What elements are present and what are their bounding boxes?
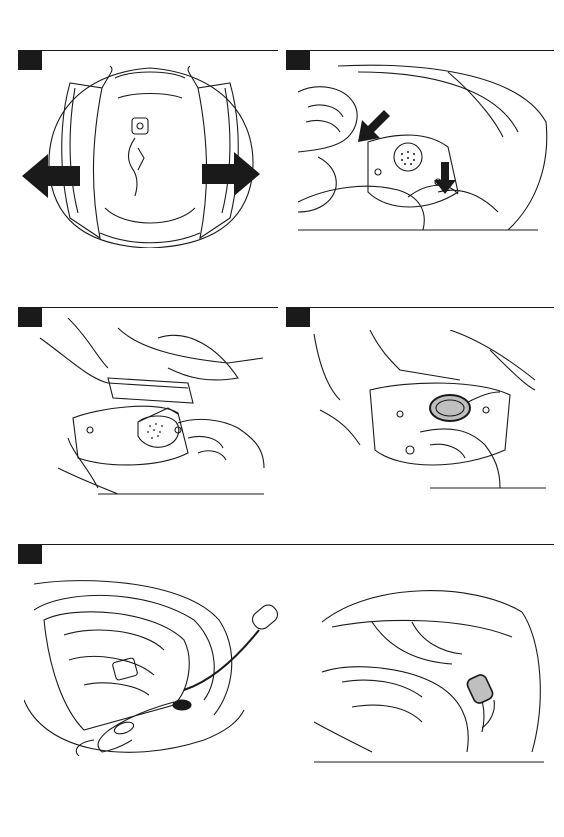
step-5-header xyxy=(18,544,554,564)
step-4-header xyxy=(286,307,554,327)
step-4-badge xyxy=(286,307,310,327)
step-3-rule xyxy=(42,307,278,308)
step-4-rule xyxy=(310,307,554,308)
illustration-speaker-installed-side xyxy=(312,582,546,764)
step-1-rule xyxy=(42,50,278,51)
arrow-left-icon xyxy=(22,154,80,198)
arrow-down-icon xyxy=(434,162,456,194)
illustration-helmet-liner-pull-apart xyxy=(20,58,282,248)
illustration-speaker-pad-peel xyxy=(38,318,266,496)
step-5-badge xyxy=(18,544,42,564)
illustration-cheek-pad-removal xyxy=(298,62,548,232)
illustration-speaker-placement xyxy=(310,330,548,490)
arrow-right-icon xyxy=(202,152,260,196)
step-2-rule xyxy=(310,50,554,51)
arrow-down-left-icon xyxy=(358,108,392,142)
illustration-boom-mic-installed xyxy=(24,580,280,766)
step-5-rule xyxy=(42,544,554,545)
